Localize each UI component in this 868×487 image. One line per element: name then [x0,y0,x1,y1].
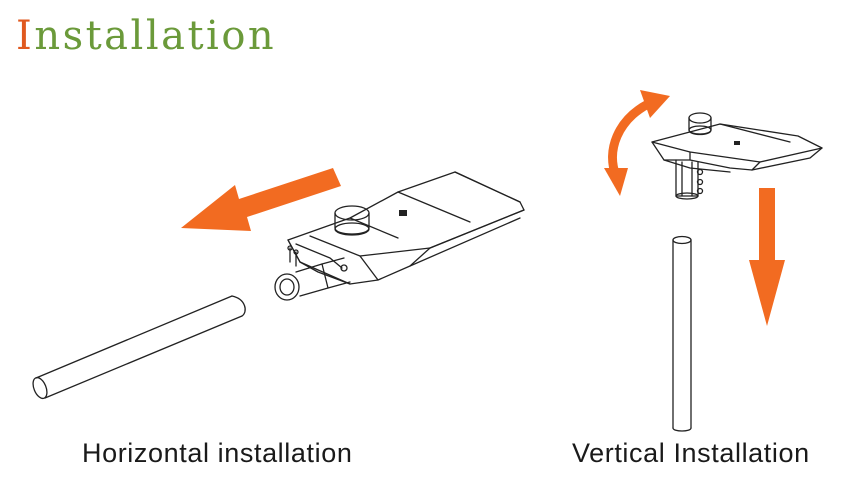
horizontal-pole [32,295,246,400]
horizontal-installation-caption: Horizontal installation [82,438,353,468]
page-title: Installation [16,12,276,60]
rotation-arrow-icon [604,90,670,196]
title-first-letter: I [16,13,35,59]
vertical-installation-caption: Vertical Installation [572,438,810,468]
title-rest: nstallation [34,13,277,59]
vertical-pole [672,235,692,432]
horizontal-street-light [274,171,525,301]
vertical-direction-arrow-icon [749,188,785,326]
vertical-street-light [651,112,823,200]
horizontal-direction-arrow-icon [181,168,341,231]
